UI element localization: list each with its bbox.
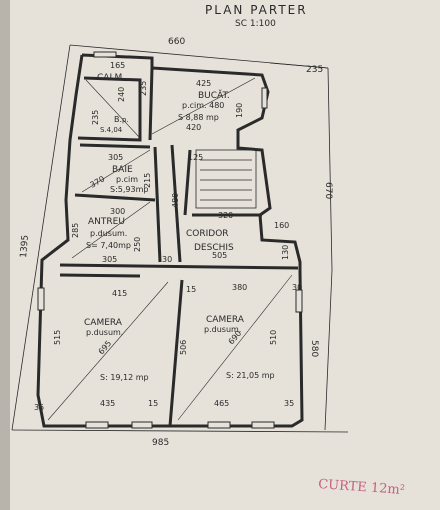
walls [36, 53, 304, 428]
windows [37, 51, 303, 429]
dimension-label: 510 [269, 330, 278, 345]
dimension-label: 15 [186, 285, 196, 294]
dimension-label: 480 [171, 193, 180, 208]
dimension-label: 125 [188, 153, 203, 162]
dimension-label: 160 [274, 221, 289, 230]
room-bucat-area: S 8,88 mp [178, 113, 219, 122]
room-baie-area: S:5,93mp [110, 185, 148, 194]
room-antreu-name: ANTREU [88, 217, 125, 227]
room-camera1-area: S: 19,12 mp [100, 373, 149, 382]
room-b-area: S.4,04 [100, 126, 123, 134]
dimension-label: 15 [148, 399, 158, 408]
dimension-label: 30 [292, 283, 302, 292]
dim-235-top: 235 [306, 65, 323, 75]
dimension-label: 285 [71, 223, 80, 238]
plan-title: PLAN PARTER [205, 3, 308, 17]
dim-670: 670 [323, 182, 333, 199]
room-camera1-name: CAMERA [84, 318, 123, 328]
dimension-label: 305 [108, 153, 123, 162]
dimension-label: 465 [214, 399, 229, 408]
dimension-label: 380 [232, 283, 247, 292]
dimension-label: 425 [196, 79, 211, 88]
room-labels: CALM. BUCĂT. p.cim. 480 S 8,88 mp B. p. … [84, 73, 275, 382]
room-b-name: B. [114, 115, 122, 124]
dimension-label: 235 [91, 110, 100, 125]
dimension-label: 235 [139, 81, 148, 96]
room-baie-name: BAIE [112, 165, 133, 175]
dimension-label: 300 [110, 207, 125, 216]
room-bucat-name: BUCĂT. [198, 89, 230, 101]
dimension-label: 240 [117, 87, 126, 102]
dimension-label: 215 [143, 173, 152, 188]
dimension-label: 515 [53, 330, 62, 345]
room-camera2-floor: p.dusum. [204, 325, 241, 334]
dimension-label: 130 [281, 245, 290, 260]
dimension-label: 505 [212, 251, 227, 260]
room-calm-name: CALM. [97, 73, 125, 83]
room-camera2-area: S: 21,05 mp [226, 371, 275, 380]
room-coridor-name: CORIDOR [186, 229, 229, 239]
room-antreu-floor: p.dusum. [90, 229, 127, 238]
dimension-label: 35 [34, 403, 44, 412]
room-coridor-sub: DESCHIS [194, 243, 234, 253]
stair [195, 149, 257, 209]
room-baie-floor: p.cim [116, 175, 138, 184]
dim-660: 660 [168, 37, 185, 47]
yard-annotation: CURTE 12m² [318, 477, 406, 498]
dim-580: 580 [309, 340, 319, 357]
room-camera1-floor: p.dusum. [86, 328, 123, 337]
dimension-label: 165 [110, 61, 125, 70]
dimension-label: 506 [179, 340, 188, 355]
dimension-label: 305 [102, 255, 117, 264]
paper-edge-shadow [0, 0, 10, 510]
dimension-label: 250 [133, 237, 142, 252]
dimension-label: 30 [162, 255, 172, 264]
dimension-label: 420 [186, 123, 201, 132]
room-bucat-floor: p.cim. 480 [182, 101, 224, 110]
dimension-label: 415 [112, 289, 127, 298]
dim-1395: 1395 [19, 235, 31, 259]
diagonals [47, 77, 293, 421]
dim-985: 985 [152, 438, 169, 448]
room-camera2-name: CAMERA [206, 315, 245, 325]
dimension-label: 435 [100, 399, 115, 408]
dimension-label: 190 [235, 103, 244, 118]
plan-scale: SC 1:100 [235, 19, 276, 29]
room-b-floor: p. [122, 116, 129, 124]
dimension-label: 320 [218, 211, 233, 220]
dimension-label: 35 [284, 399, 294, 408]
dimension-lines [11, 44, 349, 433]
room-antreu-area: S= 7,40mp [86, 241, 131, 250]
